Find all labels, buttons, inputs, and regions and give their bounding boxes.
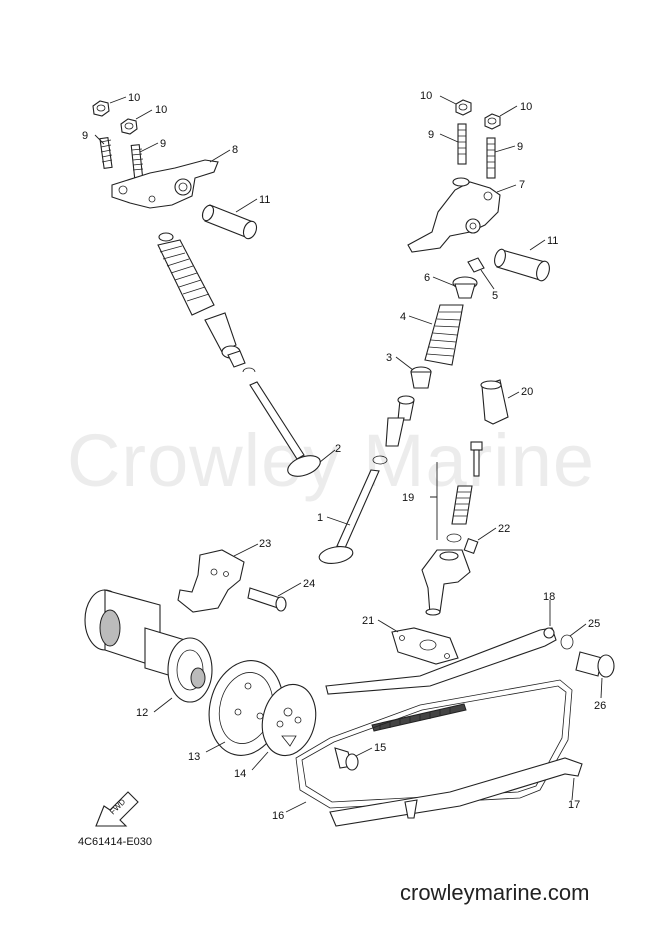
chain-guide-17: [329, 757, 583, 827]
callout-10: 10: [420, 90, 432, 102]
callout-12: 12: [136, 707, 148, 719]
callout-19: 19: [402, 492, 414, 504]
callout-2: 2: [335, 443, 341, 455]
callout-5: 5: [492, 290, 498, 302]
callout-23: 23: [259, 538, 271, 550]
fwd-arrow-icon: FWD: [95, 791, 139, 827]
left-stud-9b: [130, 144, 144, 180]
callout-8: 8: [232, 144, 238, 156]
left-nut-10a: [92, 100, 110, 117]
callout-10: 10: [520, 101, 532, 113]
left-rocker-shaft-11: [201, 204, 258, 240]
callout-21: 21: [362, 615, 374, 627]
callouts: 10 10 9 9 8 11 10 10 9 9 7 11 5 6 4 3 2 …: [82, 90, 606, 822]
right-stud-9b: [486, 137, 496, 179]
left-valve-2: [249, 381, 321, 477]
cam-chain-segment: [371, 703, 467, 732]
callout-9: 9: [428, 129, 434, 141]
right-nut-10b: [484, 113, 501, 130]
callout-13: 13: [188, 751, 200, 763]
callout-18: 18: [543, 591, 555, 603]
sprocket-bolt-15: [334, 747, 359, 771]
right-rocker-shaft-11: [494, 248, 550, 282]
right-valve-1: [318, 469, 380, 564]
sprocket-plate-14: [261, 683, 317, 757]
left-valve-seal: [204, 312, 246, 368]
o-ring-25: [560, 634, 574, 650]
callout-14: 14: [234, 768, 246, 780]
tensioner-body: [421, 549, 471, 616]
left-valve-clip: [242, 367, 256, 373]
leaders: [94, 95, 603, 813]
callout-22: 22: [498, 523, 510, 535]
callout-15: 15: [374, 742, 386, 754]
callout-4: 4: [400, 311, 406, 323]
right-spring-seat-3: [410, 366, 432, 389]
left-valve-spring: [157, 239, 215, 316]
right-valve-retainer-6: [452, 276, 478, 299]
callout-9: 9: [82, 130, 88, 142]
left-stud-9a: [99, 136, 113, 170]
tensioner-cap-20: [480, 379, 509, 425]
cam-chain-16: [295, 679, 573, 809]
bolt-24: [247, 587, 287, 612]
right-nut-10a: [455, 99, 472, 116]
callout-9: 9: [160, 138, 166, 150]
callout-17: 17: [568, 799, 580, 811]
callout-20: 20: [521, 386, 533, 398]
pivot-bolt-26: [575, 651, 615, 678]
callout-3: 3: [386, 352, 392, 364]
callout-11: 11: [547, 235, 558, 247]
callout-10: 10: [128, 92, 140, 104]
right-rocker-arm-7: [407, 177, 501, 253]
callout-10: 10: [155, 104, 167, 116]
callout-24: 24: [303, 578, 315, 590]
right-valve-spring-4: [424, 304, 464, 366]
tensioner-bolt-22: [463, 537, 479, 555]
callout-1: 1: [317, 512, 323, 524]
tensioner-gasket-21: [391, 627, 459, 665]
right-valve-clip: [372, 455, 388, 465]
callout-9: 9: [517, 141, 523, 153]
tensioner-spring-19: [451, 485, 473, 525]
right-stud-9a: [457, 123, 467, 165]
diagram-code: 4C61414-E030: [78, 836, 153, 848]
left-nut-10b: [120, 118, 138, 135]
site-url: crowleymarine.com: [400, 880, 590, 905]
left-valve-cotter: [158, 232, 174, 242]
callout-25: 25: [588, 618, 600, 630]
cam-chain-guide-23: [177, 549, 245, 613]
tensioner-bolt: [470, 441, 483, 477]
tensioner-washer: [446, 533, 462, 543]
callout-26: 26: [594, 700, 606, 712]
callout-16: 16: [272, 810, 284, 822]
camshaft-12: [84, 589, 213, 703]
right-valve-cotter-5: [467, 257, 485, 273]
callout-11: 11: [259, 194, 270, 206]
tensioner-guide-18: [325, 627, 557, 695]
right-valve-seal: [385, 395, 415, 447]
left-rocker-arm-8: [111, 159, 219, 209]
callout-7: 7: [519, 179, 525, 191]
callout-6: 6: [424, 272, 430, 284]
